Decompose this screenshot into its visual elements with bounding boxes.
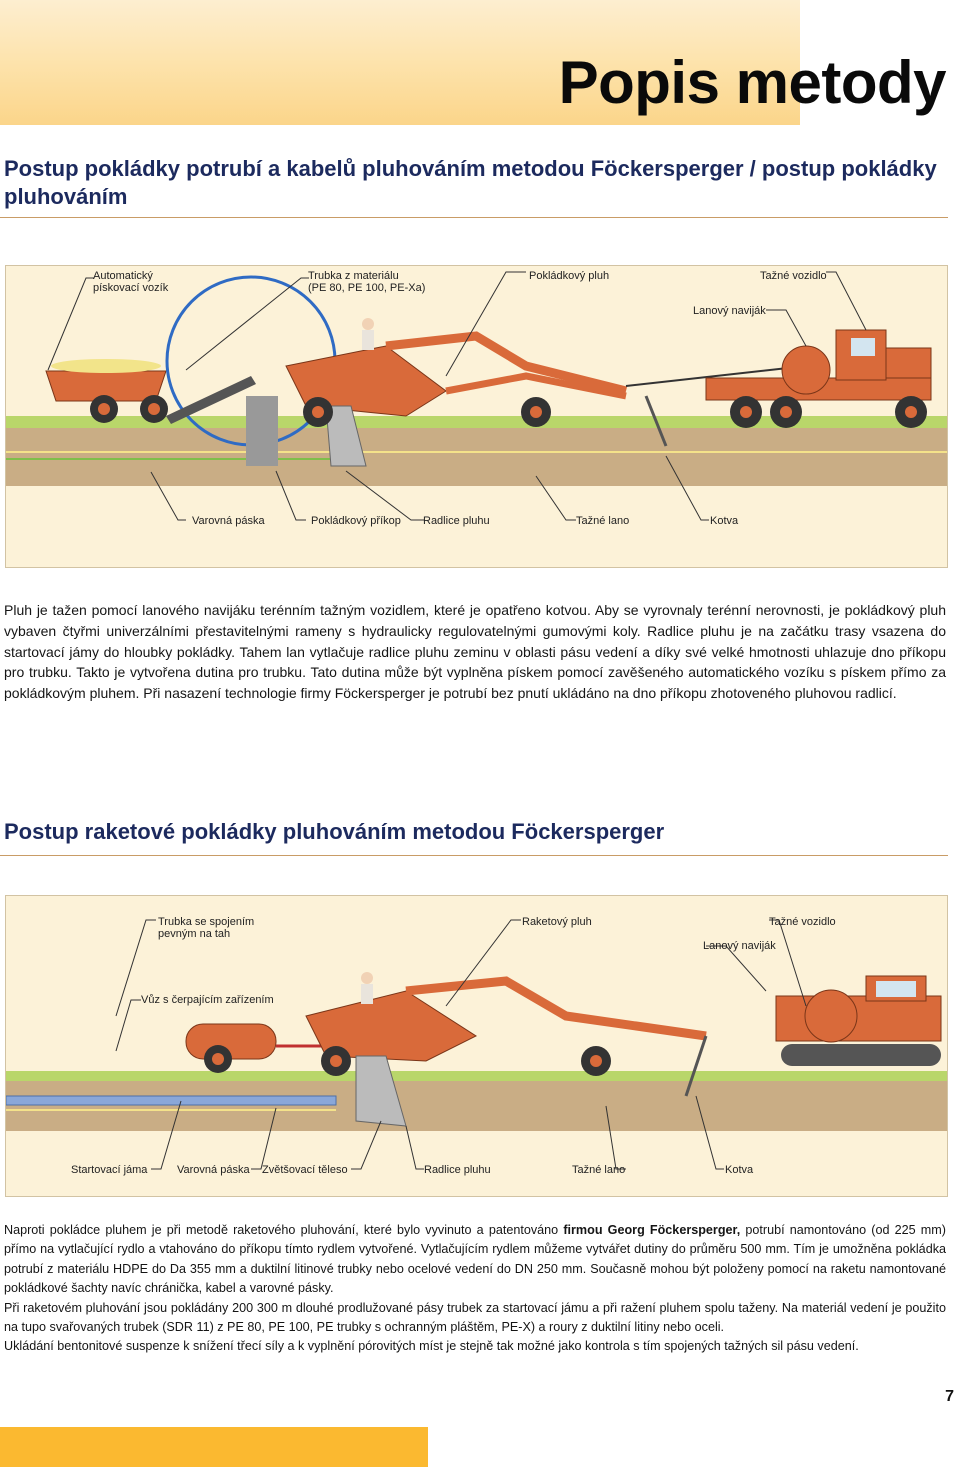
label-towing-vehicle: Tažné vozidlo [769, 916, 836, 928]
label-towing-vehicle: Tažné vozidlo [760, 270, 827, 282]
header-band [0, 0, 800, 125]
label-laying-trench: Pokládkový příkop [311, 515, 401, 527]
page-number: 7 [945, 1388, 954, 1405]
label-pipe-material: Trubka z materiálu (PE 80, PE 100, PE-Xa… [308, 270, 426, 294]
label-automatic-cart: Automatický pískovací vozík [93, 270, 169, 294]
para1-text-b: potrubí namontováno (od 225 mm) přímo na… [4, 1223, 946, 1296]
label-anchor: Kotva [725, 1164, 754, 1176]
label-warning-tape: Varovná páska [192, 515, 265, 527]
label-rocket-plough: Raketový pluh [522, 916, 592, 928]
footer-band [0, 1427, 428, 1467]
label-pipe-fixed: Trubka se spojením pevným na tah [158, 916, 255, 940]
section2-para2: Při raketovém pluhování jsou pokládány 2… [4, 1300, 946, 1335]
section2-paragraphs: Naproti pokládce pluhem je při metodě ra… [4, 1221, 946, 1357]
section2-heading: Postup raketové pokládky pluhováním meto… [4, 819, 665, 844]
label-pump-wagon: Vůz s čerpajícím zařízením [141, 994, 274, 1006]
section1-paragraph: Pluh je tažen pomocí lanového navijáku t… [4, 600, 946, 704]
page-title: Popis metody [558, 49, 947, 116]
para1-text-a: Naproti pokládce pluhem je při metodě ra… [4, 1223, 564, 1237]
label-rope-winch: Lanový naviják [703, 940, 776, 952]
diagram-graphic [6, 919, 947, 1170]
plough-laying-diagram: Automatický pískovací vozík Trubka z mat… [5, 265, 948, 568]
section2-para3: Ukládání bentonitové suspenze k snížení … [4, 1339, 859, 1354]
para1-bold-text: firmou Georg Föckersperger, [563, 1223, 741, 1237]
divider [0, 855, 948, 856]
section1-heading: Postup pokládky potrubí a kabelů pluhová… [4, 156, 937, 209]
section1-body: Pluh je tažen pomocí lanového navijáku t… [4, 602, 946, 702]
label-tow-rope: Tažné lano [576, 515, 630, 527]
label-laying-plough: Pokládkový pluh [529, 270, 610, 282]
divider [0, 217, 948, 218]
label-tow-rope: Tažné lano [572, 1164, 626, 1176]
section2-para1: Naproti pokládce pluhem je při metodě ra… [4, 1221, 946, 1299]
label-warning-tape: Varovná páska [177, 1164, 250, 1176]
label-plough-blade: Radlice pluhu [424, 1164, 491, 1176]
label-rope-winch: Lanový naviják [693, 305, 766, 317]
diagram-graphic [6, 271, 947, 521]
label-anchor: Kotva [710, 515, 739, 527]
label-plough-blade: Radlice pluhu [423, 515, 490, 527]
label-expander: Zvětšovací těleso [262, 1164, 348, 1176]
rocket-plough-diagram: Trubka se spojením pevným na tah Raketov… [5, 895, 948, 1197]
label-start-pit: Startovací jáma [71, 1164, 148, 1176]
